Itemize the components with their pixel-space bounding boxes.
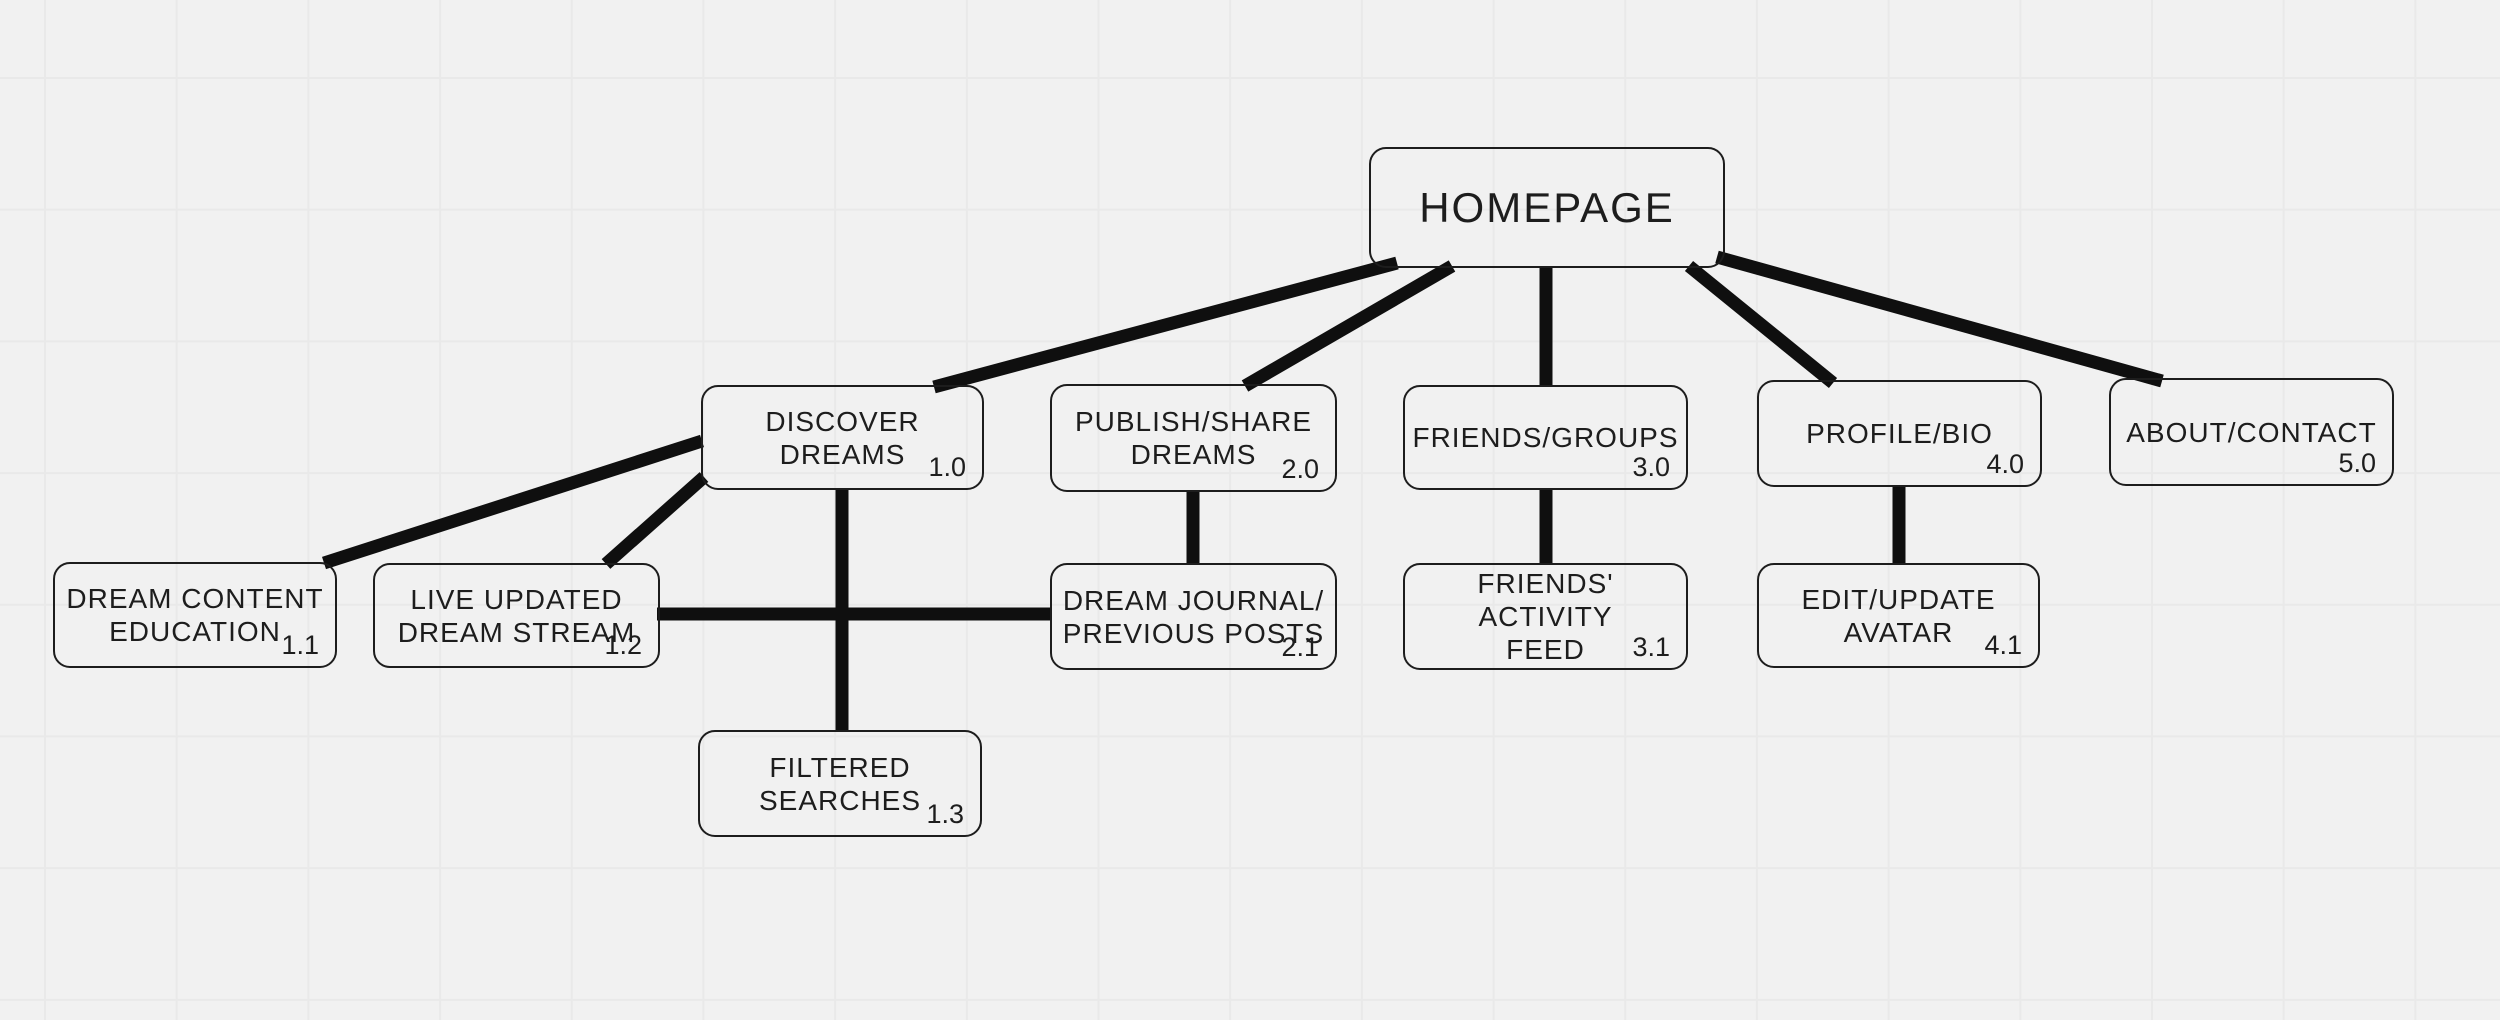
node-label: PUBLISH/SHARE DREAMS [1074,406,1313,470]
node-number: 1.3 [926,799,964,829]
node-friends-activity-feed[interactable]: FRIENDS' ACTIVITY FEED 3.1 [1403,563,1688,670]
node-publish-share-dreams[interactable]: PUBLISH/SHARE DREAMS 2.0 [1050,384,1337,492]
node-label: DREAM CONTENT EDUCATION [66,583,324,647]
node-number: 2.0 [1281,454,1319,484]
node-label: FILTERED SEARCHES [758,751,922,816]
connector-discover-stream [601,472,709,569]
node-about-contact[interactable]: ABOUT/CONTACT 5.0 [2109,378,2394,486]
connector-homepage-publish [1241,260,1456,392]
connector-homepage-profile [1684,260,1838,389]
node-number: 5.0 [2338,448,2376,478]
node-label: LIVE UPDATED DREAM STREAM [397,583,636,648]
node-label: FRIENDS/GROUPS [1412,422,1679,453]
connector-discover-education [322,434,704,570]
node-number: 4.1 [1984,630,2022,660]
node-filtered-searches[interactable]: FILTERED SEARCHES 1.3 [698,730,982,837]
node-profile-bio[interactable]: PROFILE/BIO 4.0 [1757,380,2042,487]
node-friends-groups[interactable]: FRIENDS/GROUPS 3.0 [1403,385,1688,490]
node-number: 4.0 [1986,449,2024,479]
connector-homepage-discover [932,256,1399,394]
node-number: 1.1 [281,630,319,660]
node-label: HOMEPAGE [1419,184,1675,231]
node-label: DREAM JOURNAL/ PREVIOUS POSTS [1062,584,1325,649]
node-label: PROFILE/BIO [1806,418,1993,449]
node-number: 1.0 [928,452,966,482]
node-label: FRIENDS' ACTIVITY FEED [1477,568,1614,665]
node-number: 3.1 [1632,632,1670,662]
node-number: 3.0 [1632,452,1670,482]
node-number: 2.1 [1281,632,1319,662]
node-discover-dreams[interactable]: DISCOVER DREAMS 1.0 [701,385,984,490]
node-live-updated-dream-stream[interactable]: LIVE UPDATED DREAM STREAM 1.2 [373,563,660,668]
node-edit-update-avatar[interactable]: EDIT/UPDATE AVATAR 4.1 [1757,563,2040,668]
node-dream-content-education[interactable]: DREAM CONTENT EDUCATION 1.1 [53,562,337,668]
node-label: EDIT/UPDATE AVATAR [1801,583,1996,648]
node-dream-journal-previous-posts[interactable]: DREAM JOURNAL/ PREVIOUS POSTS 2.1 [1050,563,1337,670]
node-homepage[interactable]: HOMEPAGE [1369,147,1725,268]
node-number: 1.2 [604,630,642,660]
connector-homepage-about [1715,250,2164,388]
node-label: ABOUT/CONTACT [2126,416,2377,448]
node-label: DISCOVER DREAMS [765,405,920,470]
